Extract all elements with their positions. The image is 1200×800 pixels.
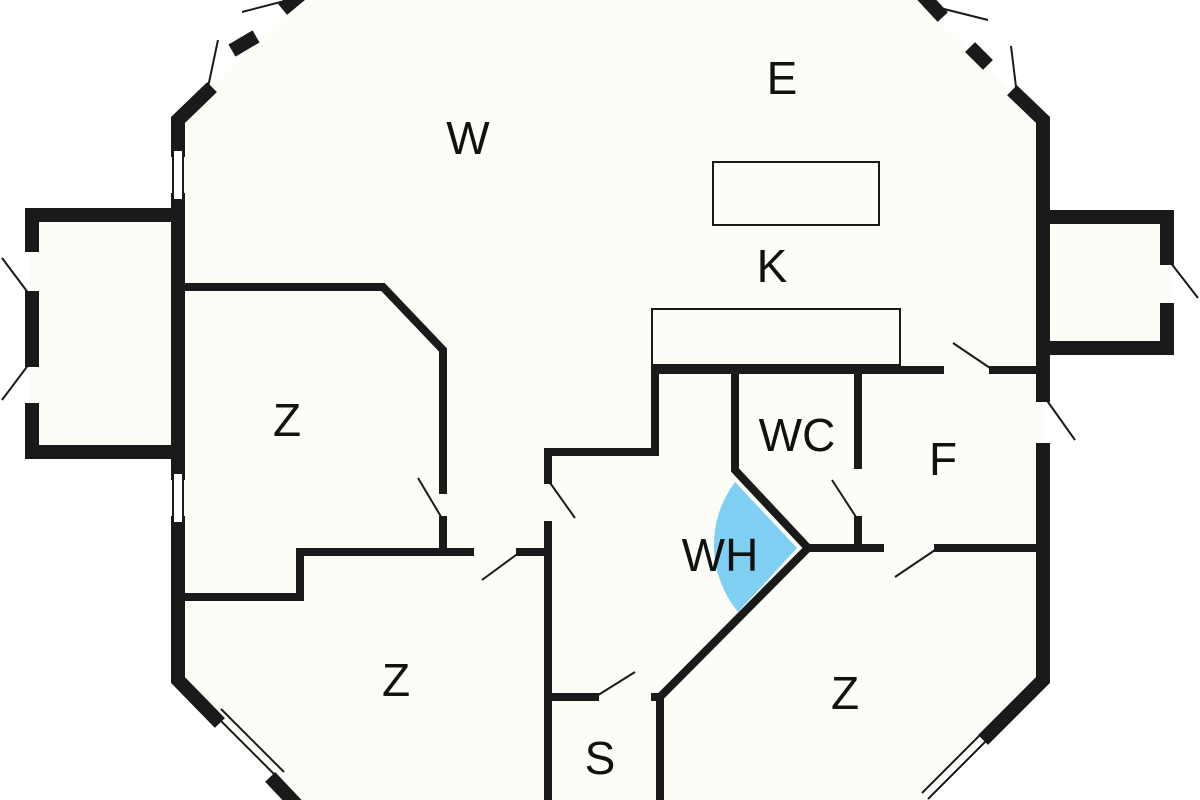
room-label-z3: Z — [831, 667, 859, 719]
windows — [172, 149, 992, 800]
outer-walls — [25, 0, 1174, 800]
room-label-wh: WH — [682, 529, 759, 581]
kitchen-counter — [651, 308, 901, 366]
door-swings — [1, 0, 1199, 698]
room-label-k: K — [757, 240, 788, 292]
room-label-f: F — [929, 433, 957, 485]
floor-area — [30, 0, 1172, 800]
room-labels: W E K Z WC F WH Z Z S — [273, 52, 957, 784]
interior-walls — [174, 283, 1047, 800]
room-label-z2: Z — [382, 654, 410, 706]
room-label-z1: Z — [273, 394, 301, 446]
room-label-e: E — [767, 52, 798, 104]
kitchen-island — [712, 161, 880, 226]
room-label-s: S — [585, 732, 616, 784]
room-label-wc: WC — [759, 409, 836, 461]
wh-highlight — [713, 482, 797, 612]
room-label-w: W — [446, 112, 490, 164]
